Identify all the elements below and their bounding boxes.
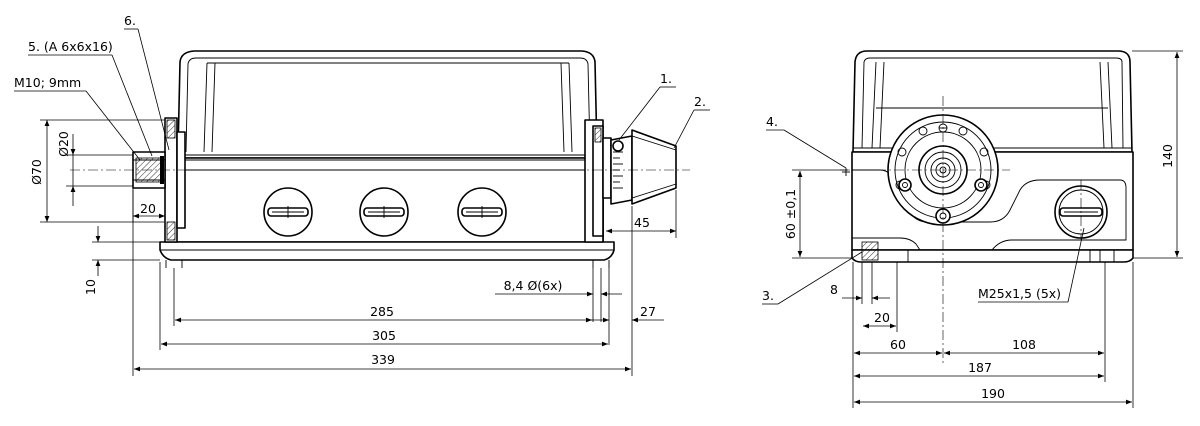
svg-text:140: 140 bbox=[1160, 144, 1175, 168]
dim-shaft-20: 20 bbox=[132, 190, 166, 222]
svg-text:27: 27 bbox=[640, 304, 656, 319]
svg-text:2.: 2. bbox=[694, 94, 706, 109]
front-gland-3 bbox=[457, 187, 507, 237]
dim-height-140: 140 bbox=[1132, 50, 1183, 259]
svg-text:45: 45 bbox=[634, 215, 650, 230]
callout-thread-m25: M25x1,5 (5x) bbox=[978, 227, 1085, 303]
front-gland-1 bbox=[263, 187, 313, 237]
callout-item-2: 2. bbox=[673, 94, 710, 149]
dim-width-27: 27 bbox=[590, 206, 664, 376]
svg-text:5. (A 6x6x16): 5. (A 6x6x16) bbox=[28, 39, 113, 54]
dim-width-20: 20 bbox=[863, 262, 898, 332]
right-flange bbox=[584, 119, 604, 243]
svg-text:285: 285 bbox=[370, 304, 394, 319]
boss-bolt-holes bbox=[895, 123, 991, 224]
callout-item-4: 4. bbox=[766, 114, 850, 176]
svg-text:8,4 Ø(6x): 8,4 Ø(6x) bbox=[504, 278, 563, 293]
svg-text:108: 108 bbox=[1012, 337, 1036, 352]
dim-diameter-20: Ø20 bbox=[56, 131, 133, 206]
left-flange bbox=[132, 117, 186, 243]
dim-width-60: 60 bbox=[852, 262, 942, 408]
dim-width-190: 190 bbox=[854, 262, 1134, 408]
front-lid bbox=[171, 50, 604, 159]
svg-text:3.: 3. bbox=[762, 288, 774, 303]
svg-text:4.: 4. bbox=[766, 114, 778, 129]
right-spindle bbox=[602, 129, 677, 205]
dim-height-60: 60 ±0,1 bbox=[783, 169, 852, 259]
dim-width-108: 108 bbox=[944, 262, 1106, 382]
svg-text:305: 305 bbox=[372, 328, 396, 343]
svg-text:10: 10 bbox=[83, 279, 98, 295]
svg-text:187: 187 bbox=[968, 360, 992, 375]
callout-item-5: 5. (A 6x6x16) bbox=[28, 39, 153, 157]
svg-text:Ø70: Ø70 bbox=[29, 159, 44, 185]
dim-width-45: 45 bbox=[602, 190, 677, 238]
svg-text:20: 20 bbox=[874, 310, 890, 325]
svg-text:60 ±0,1: 60 ±0,1 bbox=[783, 189, 798, 239]
svg-text:8: 8 bbox=[830, 282, 838, 297]
side-view: 60 ±0,1 140 8 20 60 bbox=[762, 50, 1183, 408]
dim-height-10: 10 bbox=[83, 226, 160, 295]
svg-text:60: 60 bbox=[890, 337, 906, 352]
callout-thread-m10: M10; 9mm bbox=[14, 75, 141, 161]
svg-text:20: 20 bbox=[140, 201, 156, 216]
front-view: Ø70 Ø20 20 10 bbox=[14, 13, 710, 376]
svg-text:Ø20: Ø20 bbox=[56, 131, 71, 157]
dim-width-187: 187 bbox=[854, 360, 1104, 379]
dim-width-8: 8 bbox=[830, 262, 890, 304]
svg-text:339: 339 bbox=[371, 352, 395, 367]
svg-text:190: 190 bbox=[981, 386, 1005, 401]
svg-text:1.: 1. bbox=[660, 71, 672, 86]
dim-width-285: 285 bbox=[173, 268, 592, 326]
callout-item-1: 1. bbox=[618, 71, 676, 141]
dim-width-339: 339 bbox=[132, 188, 631, 376]
svg-text:M25x1,5 (5x): M25x1,5 (5x) bbox=[978, 286, 1061, 301]
front-cable-glands bbox=[263, 187, 507, 237]
front-gland-2 bbox=[359, 187, 409, 237]
side-lid bbox=[852, 50, 1133, 153]
svg-text:6.: 6. bbox=[124, 13, 136, 28]
dim-mounting-holes: 8,4 Ø(6x) bbox=[495, 268, 622, 322]
svg-text:M10; 9mm: M10; 9mm bbox=[14, 75, 81, 90]
callout-item-3: 3. bbox=[762, 251, 863, 305]
dim-diameter-70: Ø70 bbox=[29, 119, 164, 223]
dim-width-305: 305 bbox=[159, 262, 608, 350]
callout-item-6: 6. bbox=[124, 13, 170, 151]
